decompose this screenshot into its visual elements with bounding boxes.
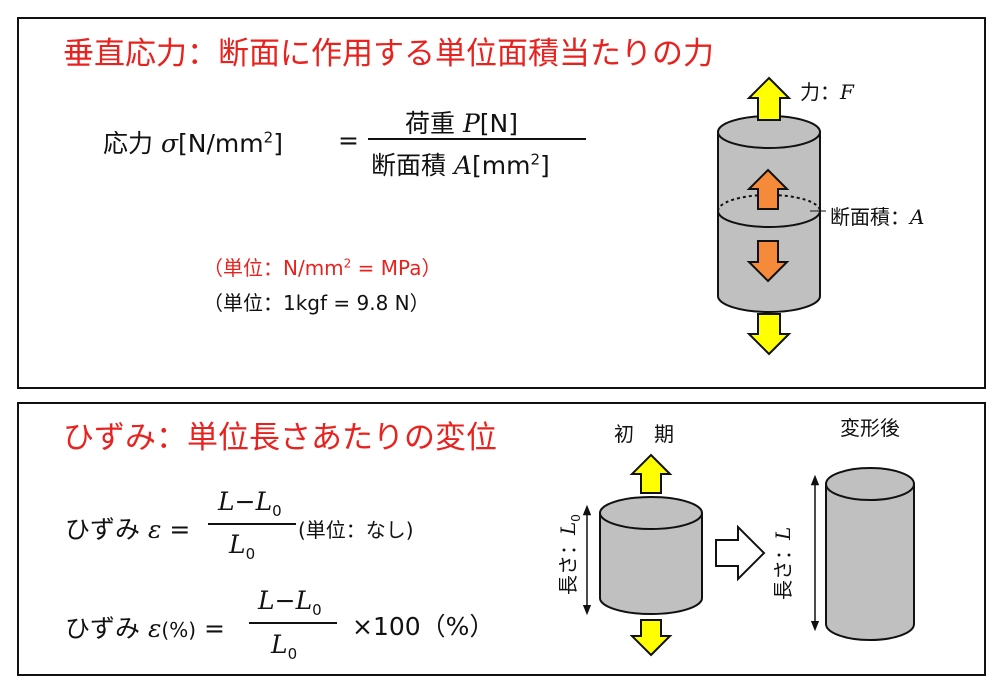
- eq1-label: ひずみ: [65, 515, 141, 544]
- stress-equals: =: [338, 126, 359, 155]
- stress-fraction-bar: [368, 138, 586, 140]
- initial-cylinder-top: [599, 496, 703, 530]
- eq2-numerator: L−L0: [258, 586, 322, 619]
- section-solid-edge: [717, 210, 821, 228]
- eq1-den: L: [229, 530, 246, 559]
- eq1-unit: (単位：なし): [298, 518, 414, 542]
- stress-lhs: 応力 σ[N/mm2]: [103, 124, 283, 160]
- eq1-num-b: L: [255, 487, 273, 516]
- stress-lhs-unit-close: ]: [273, 129, 283, 158]
- denominator-symbol: A: [453, 151, 473, 180]
- stress-numerator: 荷重 P[N]: [405, 104, 518, 140]
- eq2-num-minus: −: [274, 586, 296, 615]
- eq1-denominator: L0: [229, 530, 255, 563]
- eq2-equals: =: [203, 614, 225, 643]
- stress-lhs-symbol: σ: [160, 129, 179, 158]
- stress-cylinder: [717, 115, 821, 313]
- denominator-unit-open: [mm: [472, 151, 531, 180]
- force-down-arrow-icon: [746, 313, 792, 356]
- stress-cylinder-body: [717, 131, 821, 313]
- area-label: 断面積：A: [830, 201, 924, 230]
- internal-up-arrow-icon: [746, 168, 790, 210]
- numerator-symbol: P: [462, 109, 480, 138]
- deformed-label: 変形後: [840, 416, 900, 440]
- unit-note-kgf: （単位：1kgf = 9.8 N）: [203, 291, 430, 315]
- eq2-num-b: L: [295, 586, 313, 615]
- internal-down-arrow-icon: [746, 240, 790, 283]
- eq1-fraction-bar: [208, 523, 296, 525]
- denominator-label: 断面積: [371, 151, 447, 180]
- stress-lhs-unit-exp: 2: [263, 128, 274, 147]
- deformed-cylinder: [825, 467, 915, 641]
- initial-cylinder-body: [599, 512, 703, 615]
- eq2-pct: (%): [161, 618, 196, 642]
- area-symbol: A: [910, 205, 925, 229]
- eq2-denominator: L0: [271, 630, 297, 663]
- force-up-arrow-icon: [746, 76, 792, 121]
- eq2-den-sub: 0: [287, 645, 298, 663]
- initial-down-arrow-icon: [629, 619, 673, 657]
- eq1-num-a: L: [218, 487, 235, 516]
- stress-denominator: 断面積 A[mm2]: [371, 146, 550, 182]
- deformed-cylinder-top: [825, 467, 915, 501]
- numerator-unit: [N]: [479, 109, 519, 138]
- stress-title: 垂直応力：断面に作用する単位面積当たりの力: [63, 36, 714, 72]
- unit-note-mpa-b: = MPa）: [351, 256, 442, 280]
- strain-title: ひずみ：単位長さあたりの変位: [63, 420, 497, 456]
- eq2-label: ひずみ: [65, 614, 141, 643]
- eq1-num-minus: −: [234, 487, 256, 516]
- eq1-equals: =: [169, 515, 191, 544]
- eq1-num-sub: 0: [272, 502, 282, 520]
- transition-arrow-icon: [715, 524, 766, 582]
- denominator-unit-close: ]: [540, 151, 550, 180]
- force-label: 力：F: [800, 76, 854, 105]
- denominator-unit-exp: 2: [530, 150, 541, 169]
- eq2-symbol: ε: [147, 614, 162, 643]
- eq1-den-sub: 0: [245, 545, 256, 563]
- deformed-cylinder-body: [825, 483, 915, 641]
- numerator-label: 荷重: [405, 109, 456, 138]
- strain-eq1-lhs: ひずみ ε =: [65, 510, 190, 546]
- initial-up-arrow-icon: [629, 453, 673, 494]
- eq1-symbol: ε: [147, 515, 162, 544]
- unit-note-mpa-a: （単位：N/mm: [203, 256, 344, 280]
- stress-lhs-unit-open: [N/mm: [178, 129, 264, 158]
- eq1-numerator: L−L0: [218, 487, 282, 520]
- eq2-tail: ×100（%）: [352, 612, 495, 641]
- stress-lhs-label: 応力: [103, 129, 154, 158]
- strain-eq2-lhs: ひずみ ε(%) =: [65, 609, 225, 645]
- initial-cylinder: [599, 496, 703, 615]
- eq2-den: L: [271, 630, 288, 659]
- stress-panel: [17, 17, 986, 389]
- force-symbol: F: [840, 80, 854, 104]
- eq2-num-a: L: [258, 586, 275, 615]
- area-label-text: 断面積：: [830, 205, 910, 229]
- eq2-num-sub: 0: [312, 601, 322, 619]
- unit-note-mpa: （単位：N/mm2 = MPa）: [203, 252, 441, 281]
- eq2-fraction-bar: [249, 622, 337, 624]
- unit-note-mpa-exp: 2: [343, 256, 352, 271]
- strain-panel: [17, 402, 986, 676]
- initial-label: 初 期: [614, 422, 674, 446]
- force-label-text: 力：: [800, 80, 840, 104]
